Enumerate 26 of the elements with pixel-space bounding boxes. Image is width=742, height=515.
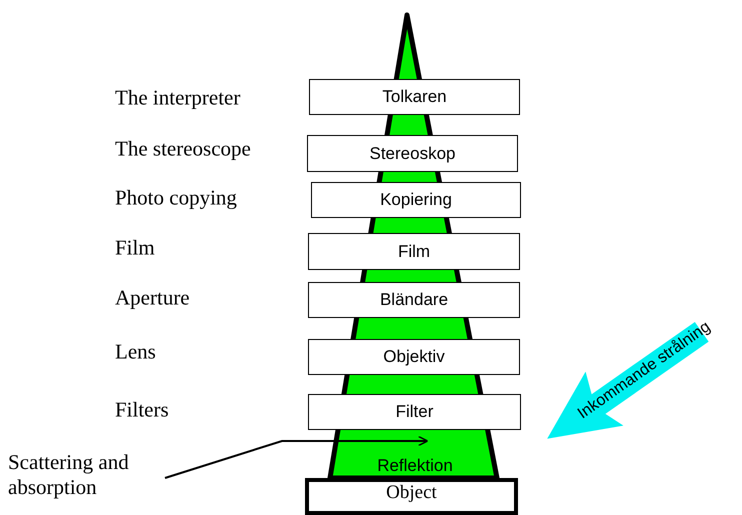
label-box [308, 394, 521, 430]
box-label: Stereoskop [370, 144, 456, 164]
box-label: Kopiering [380, 190, 452, 210]
region-label: Reflektion [377, 456, 453, 476]
label-box [309, 79, 520, 115]
box-label: Objektiv [383, 347, 445, 367]
object-box [305, 478, 518, 515]
label-box [307, 135, 518, 172]
box-label: Object [386, 482, 437, 504]
label-box [308, 233, 520, 270]
box-label: Bländare [380, 290, 448, 310]
label-box [308, 282, 520, 318]
box-label: Filter [396, 402, 434, 422]
translation-label: The interpreter [115, 85, 240, 110]
translation-label: Film [115, 235, 155, 260]
label-box [308, 339, 520, 375]
box-label: Tolkaren [382, 87, 447, 107]
translation-label: The stereoscope [115, 136, 251, 162]
translation-label: Lens [115, 339, 156, 364]
leader-line [164, 436, 428, 479]
label-box [311, 182, 521, 218]
translation-label: Aperture [115, 285, 190, 310]
translation-label: Photo copying [115, 185, 237, 210]
translation-label: Filters [115, 397, 169, 422]
box-label: Film [398, 242, 430, 262]
callout-text: Scattering and absorption [8, 450, 129, 499]
